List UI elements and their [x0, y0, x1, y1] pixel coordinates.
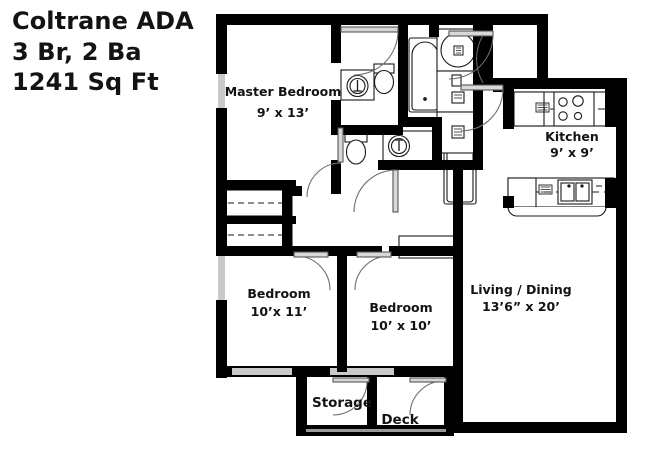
door-utility-closet — [476, 34, 484, 84]
area-label-storage: Storage — [312, 395, 372, 411]
room-dim-living-dining: 13’6” x 20’ — [482, 299, 560, 314]
room-label-kitchen: Kitchen — [545, 129, 599, 144]
room-label-living-dining: Living / Dining — [470, 282, 572, 297]
door-entry — [448, 30, 494, 80]
area-label-deck: Deck — [381, 412, 419, 428]
doors-layer — [293, 26, 504, 416]
plan-name: Coltrane ADA — [12, 7, 194, 35]
door-bedroom-2 — [293, 251, 331, 291]
room-label-bedroom-3: Bedroom — [369, 300, 432, 315]
room-dim-kitchen: 9’ x 9’ — [550, 145, 594, 160]
plan-beds-baths: 3 Br, 2 Ba — [12, 37, 142, 66]
kitchen-double-sink-fixture — [557, 179, 593, 205]
room-label-bedroom-2: Bedroom — [247, 286, 310, 301]
water-heater-fixture — [436, 28, 480, 72]
dryer-fixture — [436, 111, 480, 154]
walls-layer — [216, 14, 627, 436]
door-vestibule — [460, 84, 504, 132]
room-dim-bedroom-3: 10’ x 10’ — [370, 318, 431, 333]
door-bedroom-3 — [354, 251, 392, 291]
title-block: Coltrane ADA 3 Br, 2 Ba 1241 Sq Ft — [12, 6, 212, 98]
hall-toilet-fixture — [344, 132, 368, 165]
room-dim-master-bedroom: 9’ x 13’ — [257, 105, 309, 120]
hall-closets — [225, 189, 293, 249]
master-toilet-fixture — [373, 63, 395, 95]
door-hall-bath — [353, 169, 399, 213]
door-storage — [332, 377, 370, 416]
door-deck — [409, 377, 447, 416]
washer-fixture — [436, 70, 480, 113]
plan-square-feet: 1241 Sq Ft — [12, 68, 159, 97]
door-master-bedroom — [306, 127, 344, 198]
room-labels-layer: Master Bedroom 9’ x 13’ Kitchen 9’ x 9’ … — [225, 84, 599, 428]
master-bathtub-fixture — [408, 37, 442, 113]
kitchen-lower-counter — [507, 177, 615, 217]
room-label-master-bedroom: Master Bedroom — [225, 84, 342, 99]
door-master-bath — [340, 26, 399, 76]
kitchen-upper-counter — [513, 91, 615, 127]
hall-vanity-sink-fixture — [382, 130, 437, 162]
room-dim-bedroom-2: 10’x 11’ — [251, 304, 308, 319]
fixtures-layer — [225, 28, 615, 259]
